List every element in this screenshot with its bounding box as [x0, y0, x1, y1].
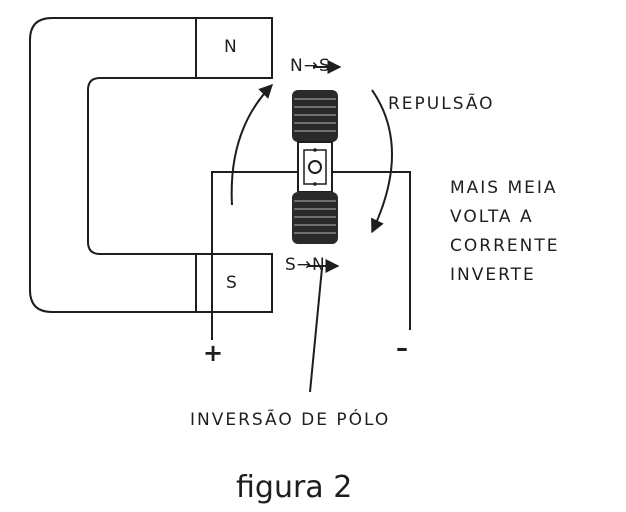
rotor-armature	[292, 90, 338, 244]
south-pole-block	[195, 253, 273, 313]
figure-caption: figura 2	[236, 470, 353, 505]
rotation-arrow-left	[230, 83, 273, 206]
current-note-line: CORRENTE	[450, 236, 560, 256]
pole-inversion-label: INVERSÃO DE PÓLO	[190, 410, 391, 430]
positive-terminal-label: +	[203, 339, 224, 367]
rotation-arrow-right	[371, 89, 393, 234]
current-note-line: INVERTE	[450, 265, 536, 285]
south-pole-label: S	[226, 273, 237, 293]
negative-terminal-label: –	[396, 334, 408, 362]
current-note-line: VOLTA A	[450, 207, 534, 227]
north-pole-block	[195, 17, 273, 79]
repulsion-label: REPULSÃO	[388, 94, 495, 114]
magnet-outline-outer	[29, 17, 200, 313]
north-pole-label: N	[224, 37, 237, 57]
magnet-outline-inner	[87, 77, 200, 255]
bottom-pole-arrow-label: S→N	[285, 255, 326, 275]
current-inversion-note: MAIS MEIA VOLTA A CORRENTE INVERTE	[450, 174, 559, 290]
top-pole-arrow-label: N→S	[290, 56, 331, 76]
current-note-line: MAIS MEIA	[450, 178, 558, 198]
pole-inversion-leader	[309, 267, 323, 393]
wire-left	[211, 171, 300, 340]
wire-right	[332, 171, 411, 330]
